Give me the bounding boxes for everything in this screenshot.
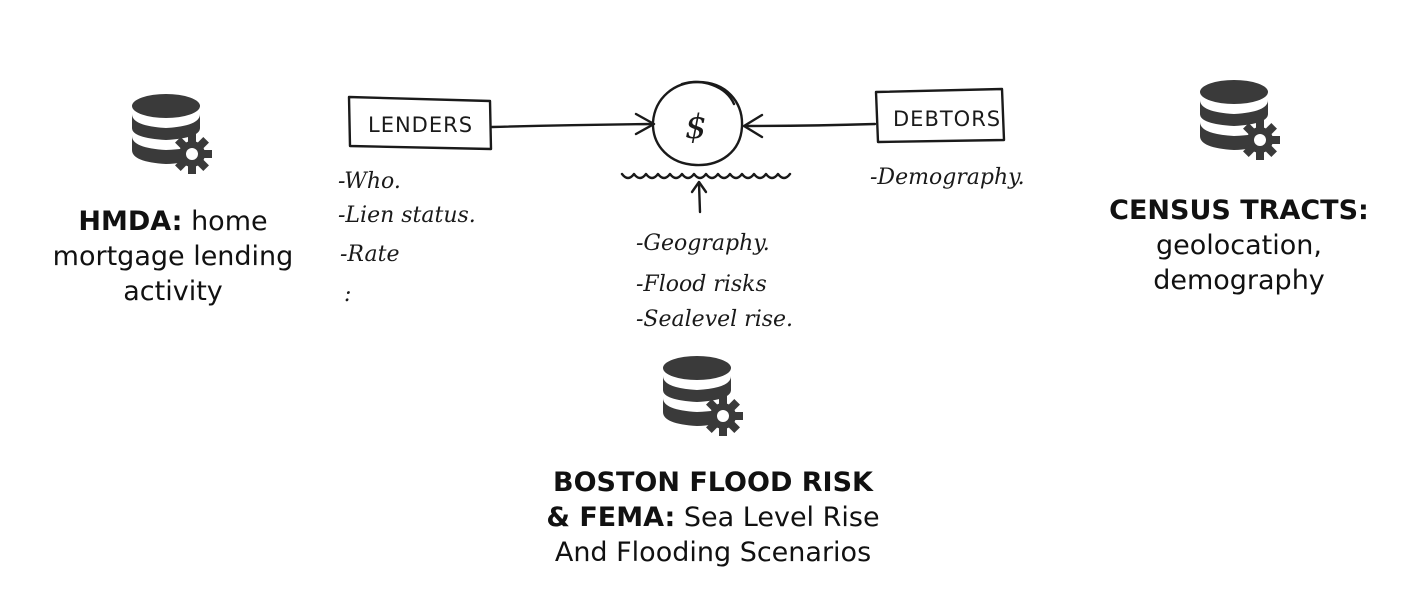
census-source-label: CENSUS TRACTS: geolocation, demography	[1088, 193, 1390, 298]
arrow-lenders-to-center	[490, 122, 654, 129]
database-gear-icon	[1200, 80, 1280, 160]
hmda-label-line-2: mortgage lending	[52, 241, 294, 272]
water-wave-line	[620, 172, 792, 180]
center-circle	[651, 80, 744, 167]
lenders-note-1: -Who.	[338, 169, 401, 194]
census-label-lead: CENSUS TRACTS:	[1109, 195, 1369, 226]
center-circle-overlap	[680, 80, 736, 106]
arrow-up-to-water	[697, 182, 702, 214]
boston-label-lead-line-1: BOSTON FLOOD RISK	[553, 467, 873, 498]
hmda-source-label: HMDA: home mortgage lending activity	[30, 204, 316, 309]
hmda-label-line-1: HMDA: home	[30, 204, 316, 239]
lenders-box-label: LENDERS	[368, 113, 473, 137]
hmda-label-line-3: activity	[123, 276, 223, 307]
dollar-symbol: $	[685, 107, 707, 147]
center-note-2: -Flood risks	[636, 272, 767, 297]
census-label-line-2: geolocation,	[1156, 230, 1322, 261]
lenders-note-3: -Rate	[340, 242, 399, 267]
debtors-box-label: DEBTORS	[893, 107, 1001, 131]
arrowhead-up	[690, 180, 708, 194]
database-gear-icon	[663, 356, 743, 436]
census-label-line-3: demography	[1153, 265, 1325, 296]
boston-label-lead-line-2: & FEMA:	[546, 502, 676, 533]
lenders-box	[347, 95, 493, 151]
database-gear-icon	[132, 94, 212, 174]
lenders-note-2: -Lien status.	[338, 203, 476, 228]
boston-source-label: BOSTON FLOOD RISK & FEMA: Sea Level Rise…	[520, 465, 906, 570]
boston-label-line-2: & FEMA: Sea Level Rise	[520, 500, 906, 535]
center-note-1: -Geography.	[636, 231, 770, 256]
center-note-3: -Sealevel rise.	[636, 307, 793, 332]
hmda-label-lead: HMDA:	[78, 206, 183, 237]
hand-drawn-sketch: LENDERS $ DEBTORS -Who. -Lien status. -R…	[338, 80, 1025, 332]
debtors-note-1: -Demography.	[870, 165, 1025, 190]
boston-label-rest: Sea Level Rise	[683, 502, 880, 533]
lenders-note-4: :	[344, 282, 351, 307]
hmda-label-rest: home	[191, 206, 268, 237]
debtors-box	[874, 87, 1006, 144]
arrow-debtors-to-center	[744, 122, 877, 128]
arrowhead-debtors	[742, 113, 764, 139]
boston-label-line-3: And Flooding Scenarios	[554, 537, 872, 568]
